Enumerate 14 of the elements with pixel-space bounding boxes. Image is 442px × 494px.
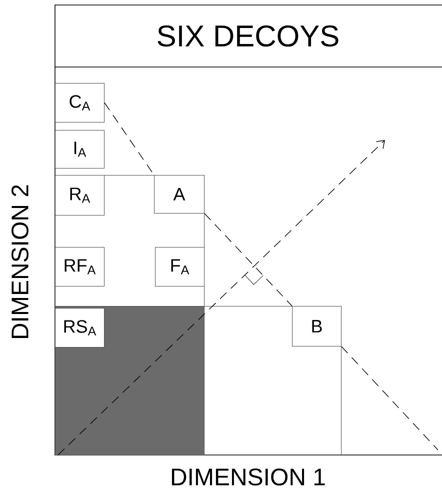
axis-label: DIMENSION 2: [12, 185, 28, 338]
label-box: C$_{A}$: [55, 83, 104, 122]
axis-label: DIMENSION 1: [172, 468, 325, 486]
label-box: F$_{A}$: [155, 247, 204, 286]
label-box: A: [154, 175, 204, 214]
label-box: B: [292, 306, 342, 346]
label-box: RF$_{A}$: [55, 247, 104, 286]
dashed-line: [204, 213, 292, 306]
label-box: RS$_{A}$: [55, 308, 104, 348]
label-box: I$_{A}$: [55, 130, 104, 168]
label-box: R$_{A}$: [55, 175, 104, 216]
shaded-region: [55, 306, 204, 456]
dashed-line: [341, 346, 438, 450]
title-box: SIX DECOYS: [54, 4, 442, 68]
